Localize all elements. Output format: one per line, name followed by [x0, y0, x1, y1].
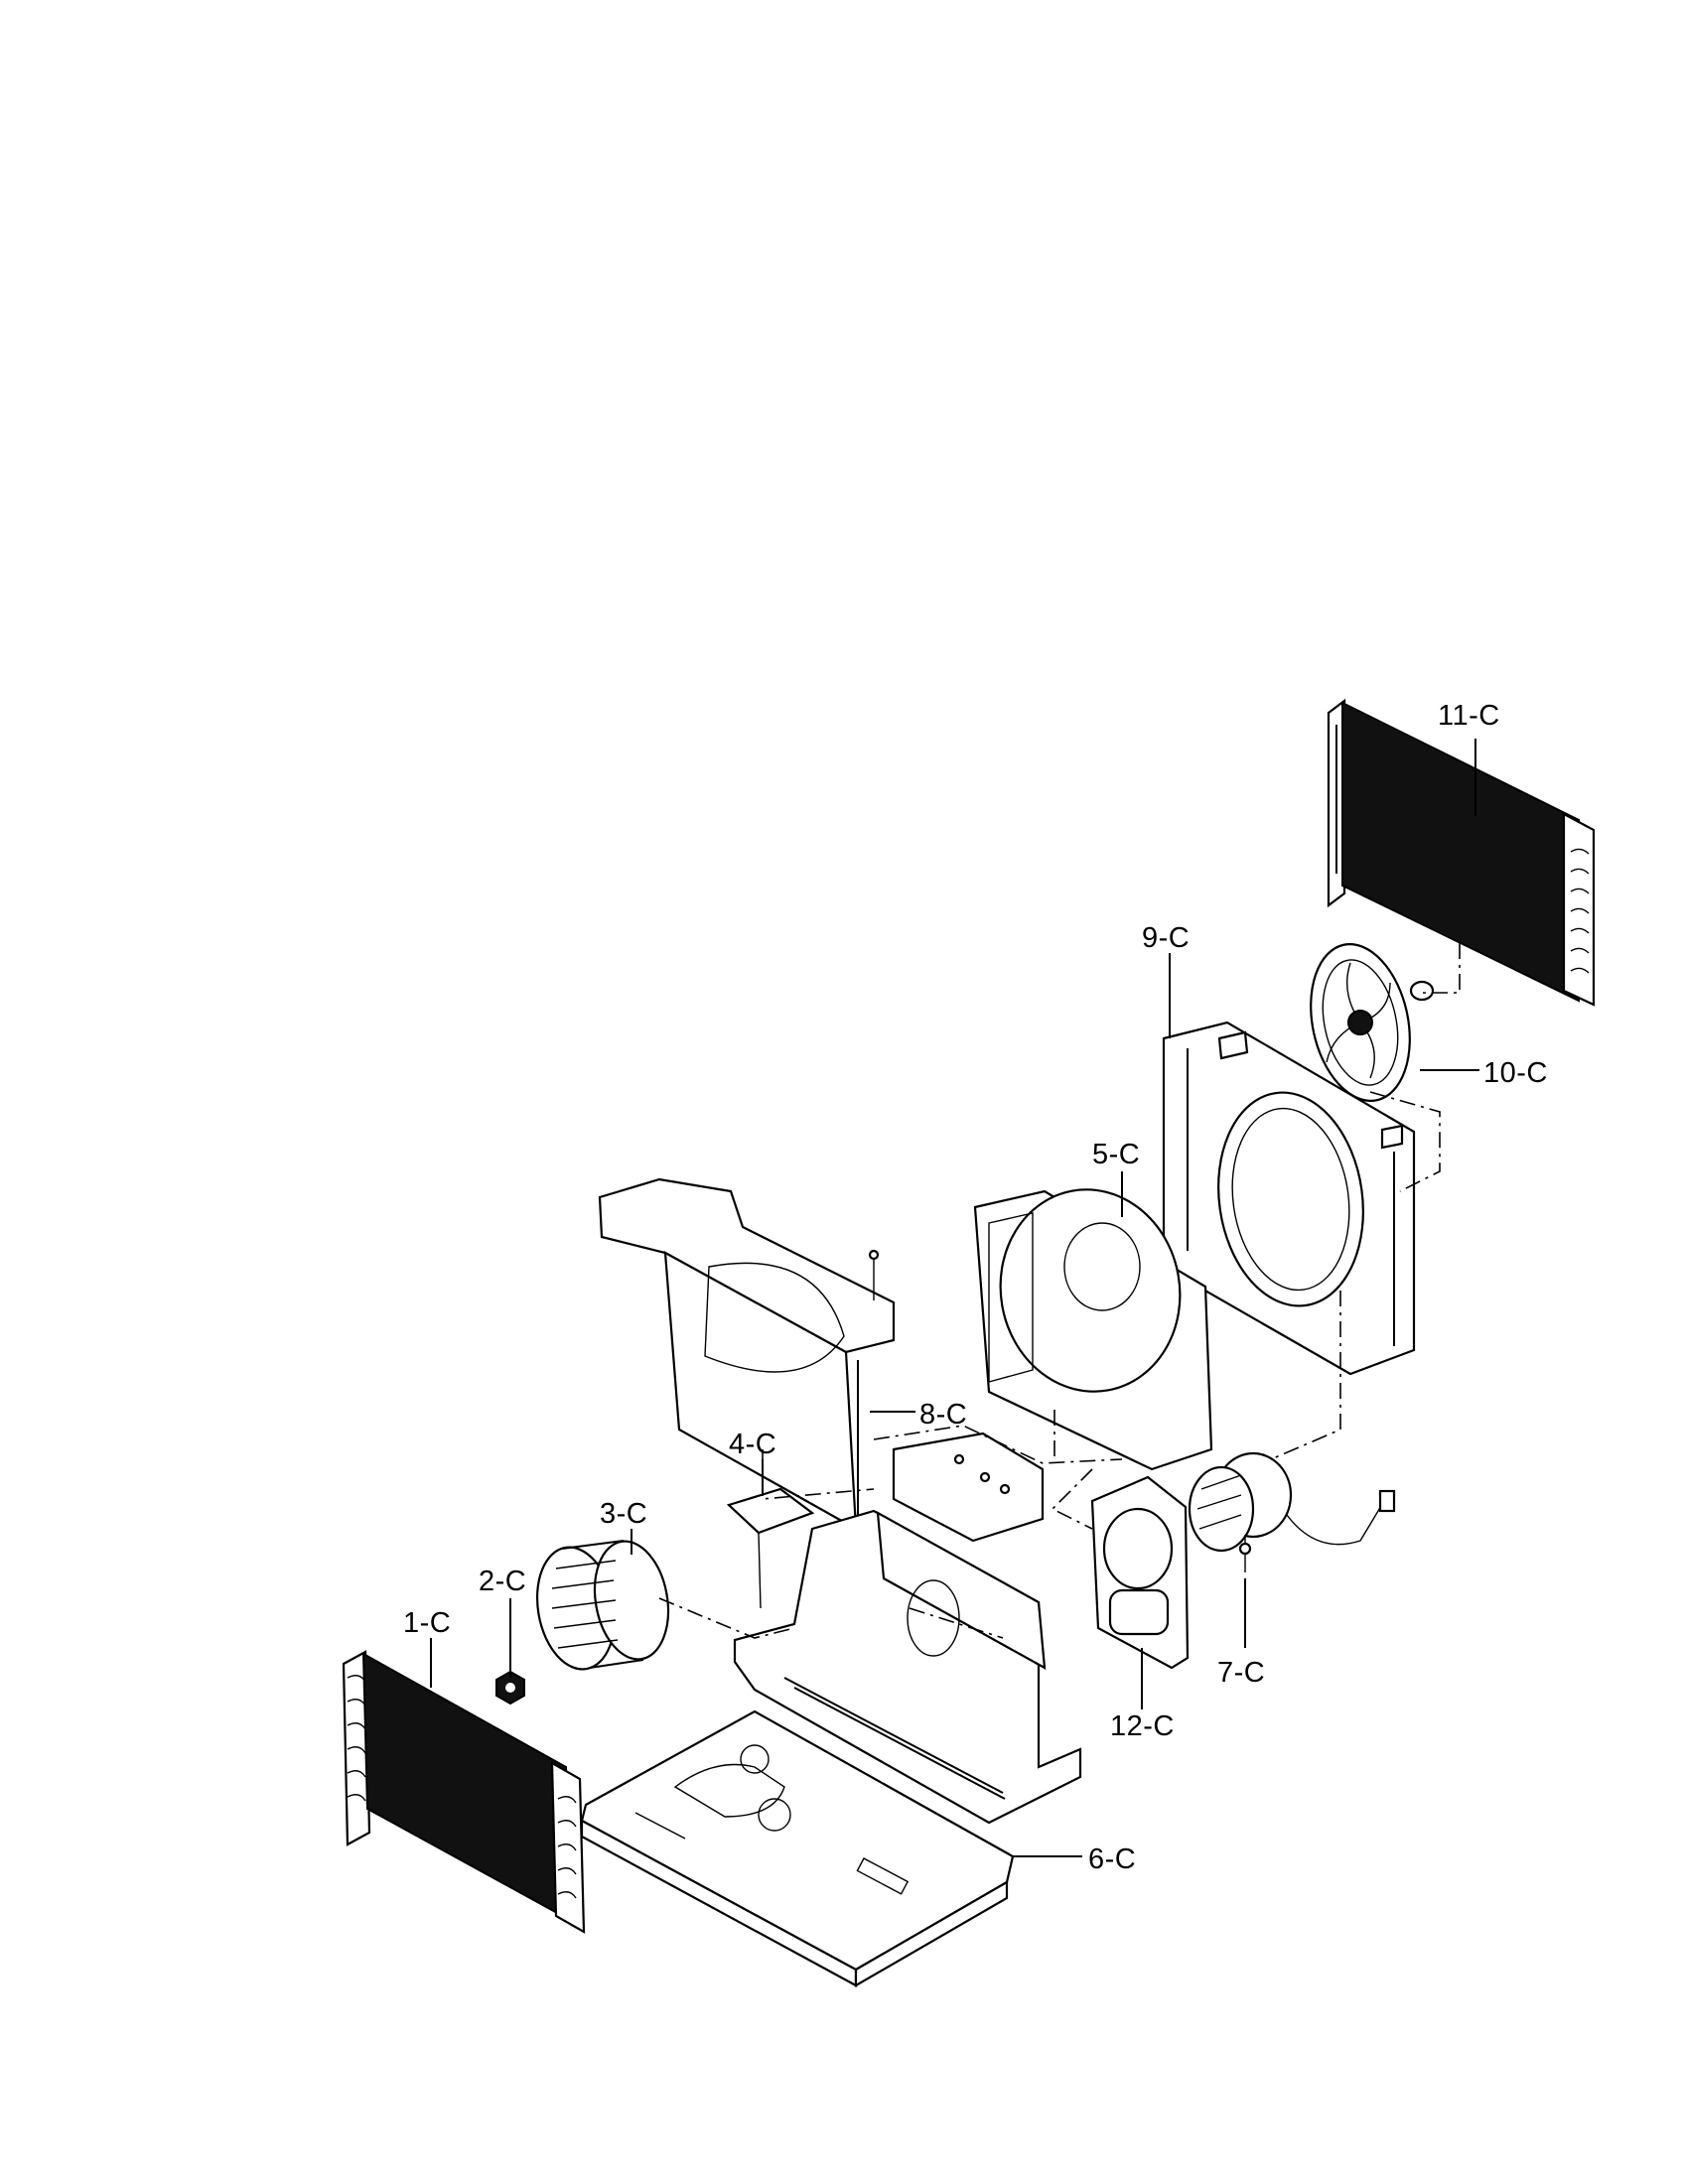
evaporator-coil-drawing	[342, 1650, 586, 1934]
motor-mount-drawing	[1090, 1475, 1190, 1670]
air-guide-bracket-drawing	[598, 1177, 896, 1531]
condenser-fan-blade-drawing	[1310, 943, 1435, 1102]
part-label-6: 6-C	[1088, 1843, 1136, 1875]
part-label-7: 7-C	[1217, 1657, 1265, 1689]
base-pan-drawing	[580, 1709, 1015, 1987]
part-label-8: 8-C	[919, 1399, 967, 1431]
part-label-3: 3-C	[600, 1498, 647, 1530]
condenser-orifice-drawing	[1162, 1021, 1416, 1376]
fan-shroud-drawing	[973, 1188, 1213, 1471]
fan-motor-drawing	[1188, 1451, 1396, 1572]
part-label-4: 4-C	[729, 1429, 776, 1460]
part-label-10: 10-C	[1483, 1057, 1548, 1089]
part-label-12: 12-C	[1110, 1710, 1175, 1742]
part-label-5: 5-C	[1092, 1139, 1140, 1170]
part-label-1: 1-C	[403, 1607, 451, 1639]
main-housing-drawing	[733, 1432, 1082, 1825]
part-label-9: 9-C	[1142, 922, 1190, 954]
blower-wheel-drawing	[535, 1540, 670, 1671]
leader-lines	[430, 739, 1479, 1857]
part-label-11: 11-C	[1438, 700, 1500, 732]
part-label-2: 2-C	[479, 1566, 526, 1597]
assembly-lines	[658, 943, 1461, 1639]
condenser-coil-drawing	[1327, 698, 1596, 1007]
